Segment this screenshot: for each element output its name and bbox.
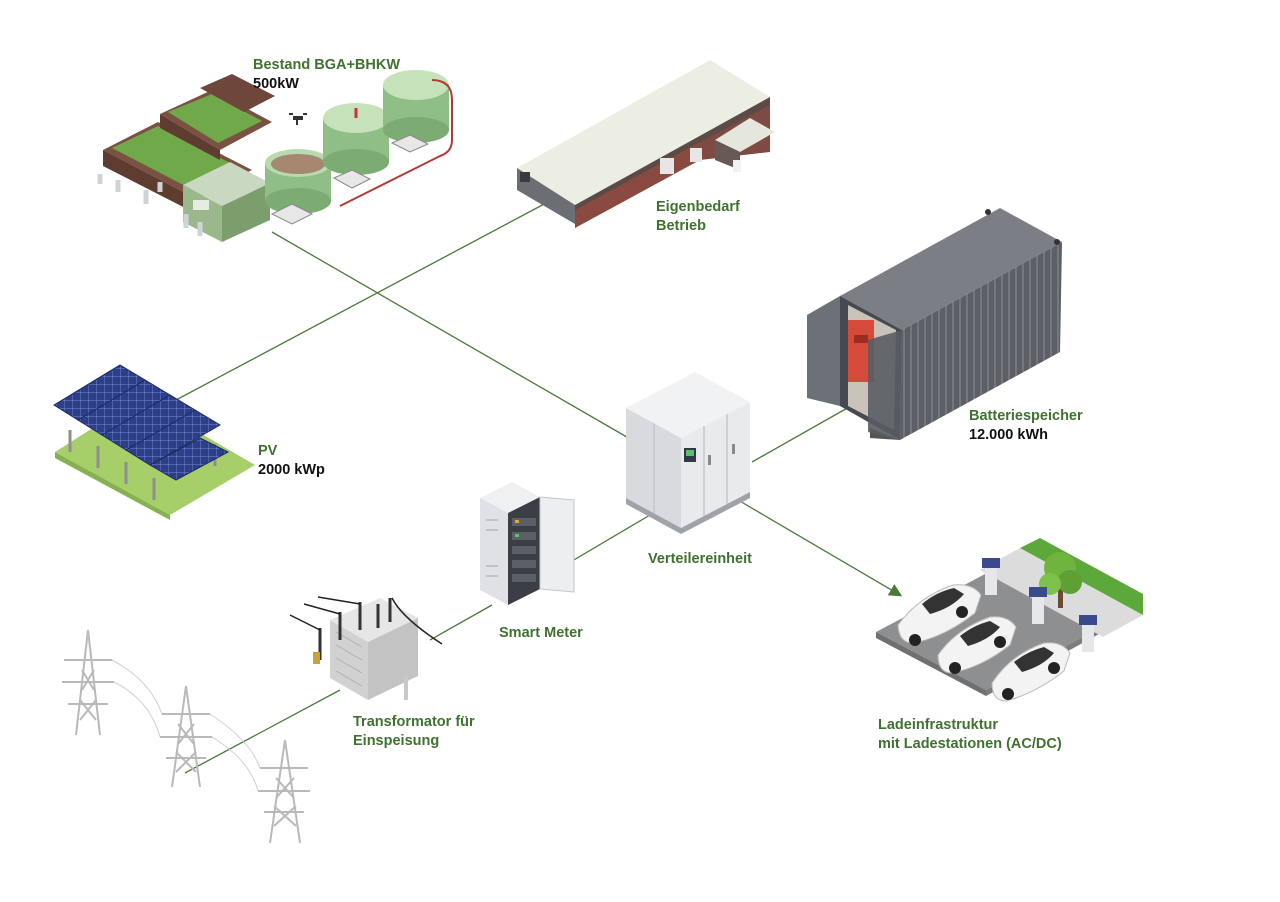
pylon-1 [62, 629, 114, 736]
line-biogas-to-distribution [271, 231, 633, 441]
drone-icon [289, 113, 307, 125]
distribution-title: Verteilereinheit [648, 551, 752, 567]
biogas-value: 500kW [253, 76, 299, 92]
distribution-label: Verteilereinheit [648, 550, 752, 569]
charging-line-1: Ladeinfrastruktur [878, 717, 999, 733]
eigenbedarf-label: Eigenbedarf Betrieb [656, 198, 740, 236]
line-pv-to-eigenbedarf [175, 201, 549, 401]
biogas-plant-illustration [97, 70, 453, 242]
biogas-title: Bestand BGA+BHKW [253, 57, 401, 73]
power-grid-illustration [62, 629, 310, 844]
line-distribution-to-charging [737, 499, 903, 597]
charging-station-3 [1079, 615, 1097, 652]
line-transformer-to-grid [184, 689, 341, 774]
battery-label: Batteriespeicher 12.000 kWh [969, 407, 1083, 445]
pv-title: PV [258, 443, 278, 459]
electric-car-3 [991, 642, 1071, 702]
transformer-illustration [289, 596, 443, 700]
pylon-2 [160, 685, 212, 788]
line-smartmeter-to-transformer [429, 604, 493, 641]
connection-lines [175, 201, 903, 774]
biogas-label: Bestand BGA+BHKW 500kW [253, 56, 400, 94]
electric-car-2 [937, 616, 1017, 674]
smart-meter-label: Smart Meter [499, 624, 583, 643]
smart-meter-cabinet-illustration [480, 482, 575, 605]
battery-container-illustration [807, 208, 1062, 440]
pv-label: PV 2000 kWp [258, 442, 325, 480]
eigenbedarf-line-2: Betrieb [656, 218, 706, 234]
battery-title: Batteriespeicher [969, 408, 1083, 424]
battery-value: 12.000 kWh [969, 427, 1048, 443]
transformer-line-2: Einspeisung [353, 733, 440, 749]
digester-tank-1 [265, 149, 331, 214]
pv-value: 2000 kWp [258, 462, 325, 478]
digester-tank-2 [323, 103, 389, 175]
charging-label: Ladeinfrastruktur mit Ladestationen (AC/… [878, 716, 1062, 754]
pv-field-illustration [53, 364, 255, 520]
smart-meter-title: Smart Meter [499, 625, 583, 641]
transformer-line-1: Transformator für [353, 714, 475, 730]
distribution-cabinet-illustration [626, 372, 750, 534]
digester-tank-3 [339, 70, 453, 207]
transformer-label: Transformator für Einspeisung [353, 713, 475, 751]
charging-station-1 [982, 558, 1000, 595]
eigenbedarf-line-1: Eigenbedarf [656, 199, 740, 215]
pylon-3 [258, 739, 310, 844]
tree-icon [1039, 552, 1082, 608]
barn-building-illustration [517, 60, 775, 228]
charging-station-2 [1029, 587, 1047, 624]
charging-infrastructure-illustration [876, 538, 1143, 702]
electric-car-1 [897, 584, 982, 646]
charging-line-2: mit Ladestationen (AC/DC) [878, 736, 1062, 752]
